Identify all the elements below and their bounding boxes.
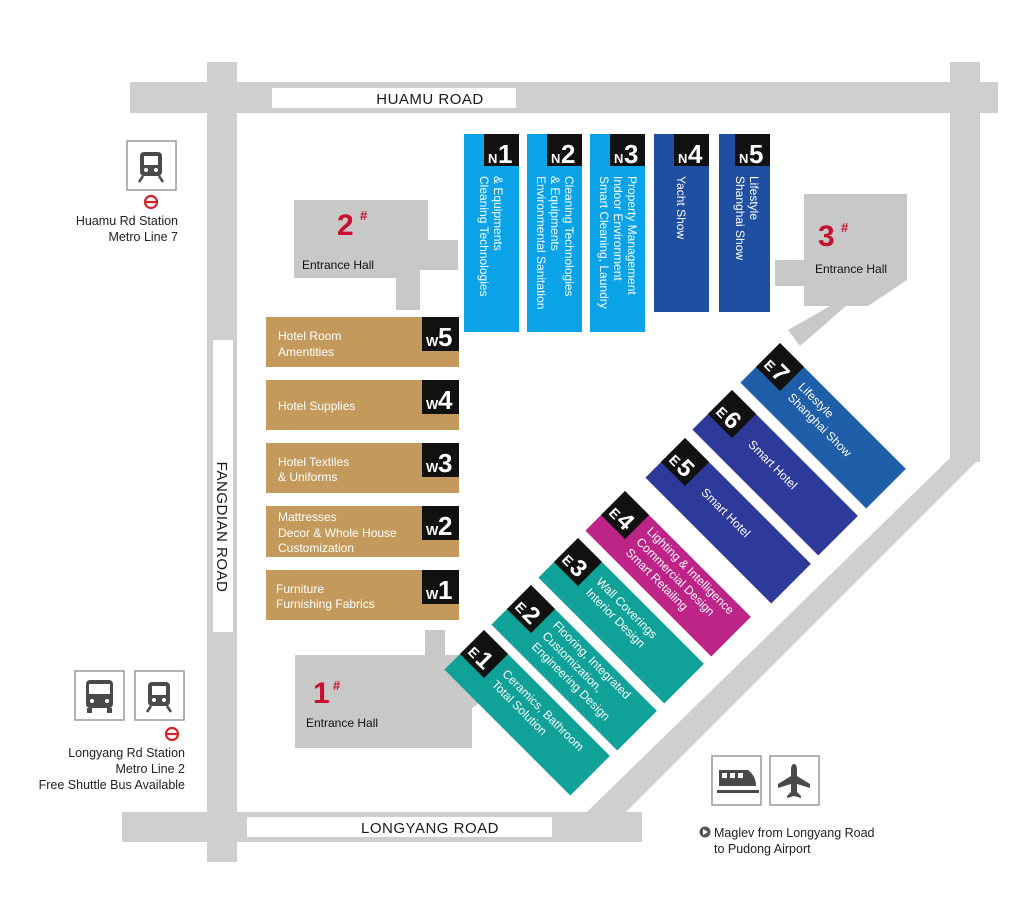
hall-w1[interactable]: W 1 Furniture Furnishing Fabrics bbox=[266, 570, 459, 620]
hall-w3-number: 3 bbox=[438, 448, 452, 478]
maglev-glyph-icon bbox=[717, 770, 759, 793]
hall-n1-number: 1 bbox=[498, 139, 512, 169]
longyang-shuttle-note: Free Shuttle Bus Available bbox=[39, 778, 185, 792]
hall-w3-prefix: W bbox=[426, 460, 439, 475]
airplane-glyph-icon bbox=[778, 764, 810, 798]
entrance-2-number: 2 bbox=[337, 209, 354, 242]
metro-logo-icon bbox=[164, 726, 180, 742]
hall-n1[interactable]: N 1 Cleaning Technologies & Equipments bbox=[464, 134, 519, 332]
hall-n2-number: 2 bbox=[561, 139, 575, 169]
hall-w5-line-1: Hotel Room bbox=[278, 329, 341, 343]
huamu-station[interactable]: Huamu Rd Station Metro Line 7 bbox=[76, 140, 179, 244]
hall-n3[interactable]: N 3 Property Management Indoor Environme… bbox=[590, 134, 645, 332]
metro-logo-icon bbox=[143, 194, 159, 210]
huamu-station-line: Metro Line 7 bbox=[109, 230, 179, 244]
entrance-3-label: Entrance Hall bbox=[815, 262, 887, 276]
hall-n5[interactable]: N 5 Lifestyle Shanghai Show bbox=[719, 134, 770, 312]
longyang-station[interactable]: Longyang Rd Station Metro Line 2 Free Sh… bbox=[39, 670, 186, 792]
hall-n3-line-3: Smart Cleaning, Laundry bbox=[597, 176, 611, 309]
entrance-1-label: Entrance Hall bbox=[306, 716, 378, 730]
huamu-road-label: HUAMU ROAD bbox=[376, 91, 484, 108]
hall-n3-prefix: N bbox=[614, 151, 623, 166]
hall-w3-line-1: Hotel Textiles bbox=[278, 455, 349, 469]
bus-glyph-icon bbox=[86, 680, 113, 713]
fangdian-road-plate bbox=[213, 340, 233, 632]
hall-n2-line-2: & Equipments bbox=[548, 176, 562, 251]
hall-n2-line-3: Environmental Sanitation bbox=[534, 176, 548, 309]
hall-w5-prefix: W bbox=[426, 334, 439, 349]
hall-e1[interactable]: E 1 Ceramics, Bathroom Total Solution bbox=[444, 630, 610, 796]
maglev-line-2: to Pudong Airport bbox=[714, 842, 811, 856]
hall-w5-number: 5 bbox=[438, 322, 452, 352]
hall-n1-prefix: N bbox=[488, 151, 497, 166]
entrance-1-mark: # bbox=[333, 678, 341, 693]
hall-n1-line-2: & Equipments bbox=[491, 176, 505, 251]
hall-w5[interactable]: W 5 Hotel Room Amentities bbox=[266, 317, 459, 367]
hall-n1-line-1: Cleaning Technologies bbox=[477, 176, 491, 297]
huamu-road bbox=[130, 82, 998, 113]
longyang-station-line: Metro Line 2 bbox=[116, 762, 186, 776]
hall-w2-line-1: Mattresses bbox=[278, 510, 337, 524]
hall-w4-line-1: Hotel Supplies bbox=[278, 399, 355, 413]
hall-n3-line-2: Indoor Environment bbox=[611, 176, 625, 281]
hall-w4[interactable]: W 4 Hotel Supplies bbox=[266, 380, 459, 430]
hall-n4-line-1: Yacht Show bbox=[674, 176, 688, 239]
maglev-line-1: Maglev from Longyang Road bbox=[714, 826, 875, 840]
hall-n2[interactable]: N 2 Cleaning Technologies & Equipments E… bbox=[527, 134, 582, 332]
hall-w2-line-3: Customization bbox=[278, 541, 354, 555]
hall-n4[interactable]: N 4 Yacht Show bbox=[654, 134, 709, 312]
hall-w2[interactable]: W 2 Mattresses Decor & Whole House Custo… bbox=[266, 506, 459, 557]
longyang-road-label: LONGYANG ROAD bbox=[361, 820, 499, 837]
fangdian-road-label: FANGDIAN ROAD bbox=[213, 462, 230, 593]
hall-e5[interactable]: E 5 Smart Hotel bbox=[645, 438, 811, 604]
huamu-road-plate bbox=[272, 88, 516, 108]
entrance-3-number: 3 bbox=[818, 220, 835, 253]
hall-w1-line-1: Furniture bbox=[276, 582, 324, 596]
hall-w2-number: 2 bbox=[438, 511, 452, 541]
entrance-hall-3[interactable]: 3 # Entrance Hall bbox=[775, 194, 907, 346]
hall-n4-prefix: N bbox=[678, 151, 687, 166]
play-bullet-triangle bbox=[703, 829, 708, 835]
hall-w2-line-2: Decor & Whole House bbox=[278, 526, 397, 540]
longyang-road-plate bbox=[247, 817, 552, 837]
huamu-station-name: Huamu Rd Station bbox=[76, 214, 178, 228]
hall-w1-prefix: W bbox=[426, 587, 439, 602]
east-road-diagonal bbox=[556, 458, 980, 842]
hall-w4-number: 4 bbox=[438, 385, 453, 415]
entrance-1-number: 1 bbox=[313, 677, 330, 710]
hall-w5-line-2: Amentities bbox=[278, 345, 334, 359]
entrance-hall-2[interactable]: 2 # Entrance Hall bbox=[294, 200, 458, 310]
hall-n3-line-1: Property Management bbox=[625, 176, 639, 295]
hall-w4-prefix: W bbox=[426, 397, 439, 412]
hall-n5-line-1: Lifestyle bbox=[747, 176, 761, 220]
hall-n4-number: 4 bbox=[688, 139, 703, 169]
hall-w1-number: 1 bbox=[438, 575, 452, 605]
hall-w2-prefix: W bbox=[426, 523, 439, 538]
longyang-station-name: Longyang Rd Station bbox=[68, 746, 185, 760]
hall-n2-prefix: N bbox=[551, 151, 560, 166]
maglev-info[interactable]: Maglev from Longyang Road to Pudong Airp… bbox=[699, 755, 875, 856]
hall-w3[interactable]: W 3 Hotel Textiles & Uniforms bbox=[266, 443, 459, 493]
hall-w3-line-2: & Uniforms bbox=[278, 470, 337, 484]
entrance-3-mark: # bbox=[841, 220, 849, 235]
entrance-2-label: Entrance Hall bbox=[302, 258, 374, 272]
hall-n2-line-1: Cleaning Technologies bbox=[562, 176, 576, 297]
hall-w1-line-2: Furnishing Fabrics bbox=[276, 597, 375, 611]
east-road-north bbox=[950, 62, 980, 462]
hall-n5-line-2: Shanghai Show bbox=[733, 176, 747, 260]
hall-n5-prefix: N bbox=[739, 151, 748, 166]
hall-n5-number: 5 bbox=[749, 139, 763, 169]
entrance-2-mark: # bbox=[360, 208, 368, 223]
hall-n3-number: 3 bbox=[624, 139, 638, 169]
